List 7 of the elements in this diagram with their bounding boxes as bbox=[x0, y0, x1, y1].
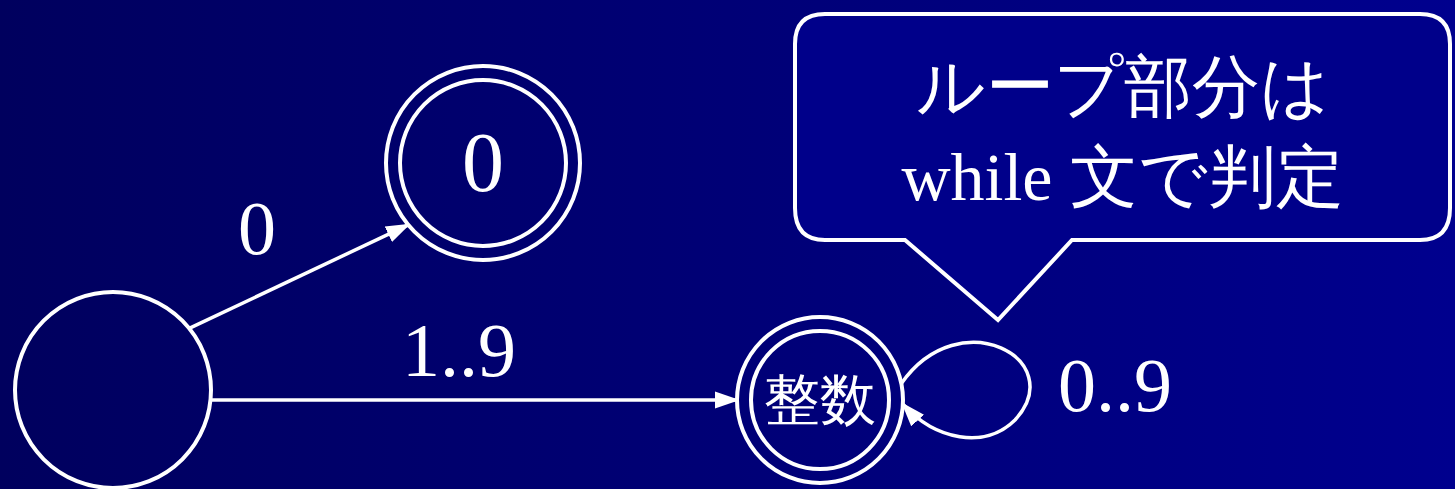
edge-label: 0..9 bbox=[1058, 347, 1172, 423]
edge-label: 0 bbox=[238, 190, 276, 266]
edge-label: 1..9 bbox=[402, 312, 516, 388]
accept-state-circle: 整数 bbox=[735, 315, 905, 485]
accept-state-circle: 0 bbox=[384, 64, 582, 262]
arrow bbox=[900, 340, 1032, 440]
speech-bubble: ループ部分は while 文で判定 bbox=[793, 12, 1452, 322]
